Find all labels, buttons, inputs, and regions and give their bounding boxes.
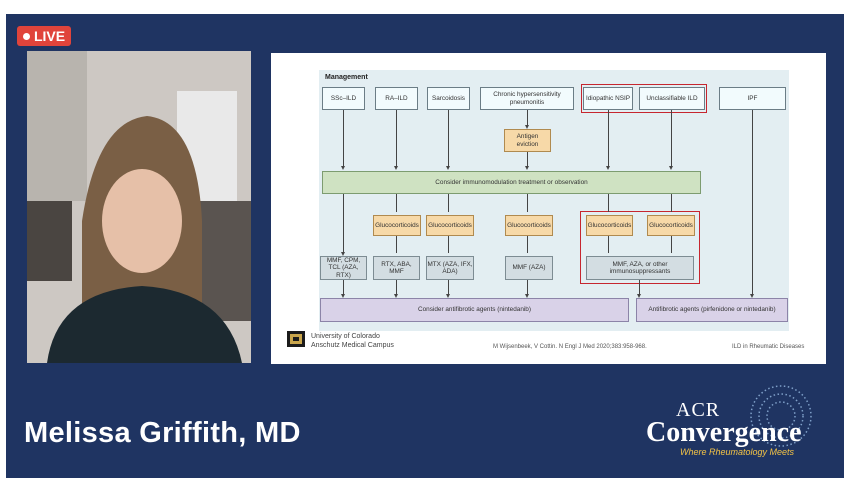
box-sarcoidosis: Sarcoidosis xyxy=(427,87,470,110)
arrow-icon xyxy=(669,166,673,170)
box-drugs-sarcoid: MTX (AZA, IFX, ADA) xyxy=(426,256,474,280)
connector xyxy=(448,110,449,168)
box-glucocorticoids-5: Glucocorticoids xyxy=(647,215,695,236)
highlight-bottom-red xyxy=(580,211,700,284)
arrow-icon xyxy=(525,125,529,129)
live-badge: LIVE xyxy=(17,26,71,46)
connector xyxy=(343,194,344,253)
flowchart-title: Management xyxy=(325,74,368,81)
connector xyxy=(752,110,753,295)
connector xyxy=(527,280,528,295)
connector xyxy=(608,194,609,212)
highlight-top-red xyxy=(581,84,707,113)
arrow-icon xyxy=(341,252,345,256)
connector xyxy=(343,280,344,295)
arrow-icon xyxy=(446,294,450,298)
footer-topic: ILD in Rheumatic Diseases xyxy=(732,344,805,350)
box-glucocorticoids-2: Glucocorticoids xyxy=(426,215,474,236)
box-drugs-nsip: MMF, AZA, or other immunosuppressants xyxy=(586,256,694,280)
connector xyxy=(343,110,344,168)
arrow-icon xyxy=(341,166,345,170)
arrow-icon xyxy=(750,294,754,298)
university-name-line2: Anschutz Medical Campus xyxy=(311,342,394,349)
connector xyxy=(527,152,528,168)
connector xyxy=(671,236,672,253)
arrow-icon xyxy=(606,166,610,170)
box-glucocorticoids-1: Glucocorticoids xyxy=(373,215,421,236)
management-flowchart xyxy=(319,70,789,331)
connector xyxy=(639,280,640,295)
arrow-icon xyxy=(394,166,398,170)
speaker-webcam xyxy=(27,51,251,363)
presentation-slide: Management SSc–ILD RA–ILD Sarcoidosis Ch… xyxy=(271,53,826,364)
box-glucocorticoids-4: Glucocorticoids xyxy=(586,215,633,236)
box-drugs-ra: RTX, ABA, MMF xyxy=(373,256,420,280)
connector xyxy=(448,236,449,253)
university-name-line1: University of Colorado xyxy=(311,333,380,340)
logo-convergence-text: Convergence xyxy=(646,417,802,448)
logo-dots-icon xyxy=(750,385,812,447)
box-immunomodulation: Consider immunomodulation treatment or o… xyxy=(322,171,701,194)
box-antifibrotic-agents: Antifibrotic agents (pirfenidone or nint… xyxy=(636,298,788,322)
arrow-icon xyxy=(446,166,450,170)
box-antifibrotic-nintedanib: Consider antifibrotic agents (nintedanib… xyxy=(320,298,629,322)
connector xyxy=(448,194,449,212)
connector xyxy=(396,280,397,295)
speaker-video-image xyxy=(27,51,251,363)
logo-tagline: Where Rheumatology Meets xyxy=(680,447,795,457)
arrow-icon xyxy=(394,294,398,298)
connector xyxy=(671,194,672,212)
video-stage: LIVE Management SSc–ILD RA–ILD Sarcoidos… xyxy=(6,14,844,478)
arrow-icon xyxy=(525,166,529,170)
connector xyxy=(527,194,528,212)
box-idiopathic-nsip: Idiopathic NSIP xyxy=(583,87,633,110)
connector xyxy=(608,110,609,168)
arrow-icon xyxy=(637,294,641,298)
connector xyxy=(608,236,609,253)
live-dot-icon xyxy=(22,32,30,40)
box-unclassifiable-ild: Unclassifiable ILD xyxy=(639,87,705,110)
acr-convergence-logo: ACR Convergence Where Rheumatology Meets xyxy=(646,385,816,459)
box-chp: Chronic hypersensitivity pneumonitis xyxy=(480,87,574,110)
connector xyxy=(527,110,528,126)
box-drugs-chp: MMF (AZA) xyxy=(505,256,553,280)
logo-acr-text: ACR xyxy=(676,399,721,421)
connector xyxy=(448,280,449,295)
speaker-name: Melissa Griffith, MD xyxy=(24,417,301,449)
box-ssc-ild: SSc–ILD xyxy=(322,87,365,110)
box-ipf: IPF xyxy=(719,87,786,110)
connector xyxy=(396,194,397,212)
citation: M Wijsenbeek, V Cottin. N Engl J Med 202… xyxy=(493,344,647,350)
connector xyxy=(527,236,528,253)
box-ra-ild: RA–ILD xyxy=(375,87,418,110)
box-drugs-ssc: MMF, CPM, TCL (AZA, RTX) xyxy=(320,256,367,280)
box-antigen-eviction: Antigen eviction xyxy=(504,129,551,152)
box-glucocorticoids-3: Glucocorticoids xyxy=(505,215,553,236)
arrow-icon xyxy=(525,294,529,298)
connector xyxy=(396,236,397,253)
connector xyxy=(671,110,672,168)
university-logo-icon xyxy=(287,331,305,347)
arrow-icon xyxy=(341,294,345,298)
connector xyxy=(396,110,397,168)
live-label: LIVE xyxy=(33,28,66,44)
